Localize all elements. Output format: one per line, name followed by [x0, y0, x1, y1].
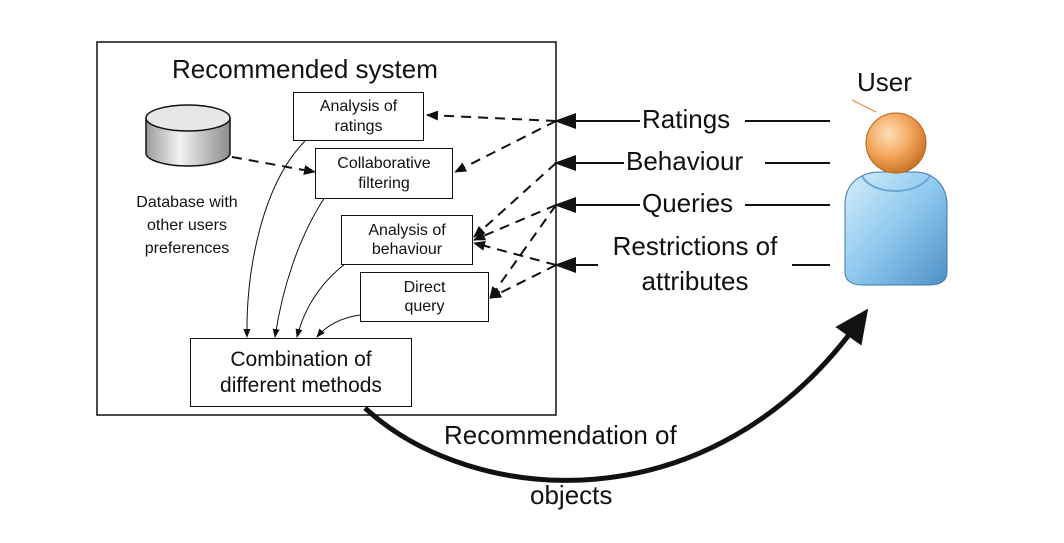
user-label: User — [857, 67, 912, 97]
box-label: different methods — [220, 373, 382, 397]
restrictions-line: attributes — [641, 266, 749, 297]
internal-flow-arrows — [243, 140, 361, 338]
box-label: Combination of — [230, 348, 372, 372]
input-ratings-label: Ratings — [642, 104, 731, 134]
dash-queries-to-analysis — [473, 204, 557, 241]
dash-queries-to-query — [489, 204, 557, 299]
dash-restrictions-to-analysis — [473, 241, 557, 266]
recommendation-label-line2: objects — [530, 480, 613, 510]
input-queries-label: Queries — [642, 188, 734, 218]
database-label-line: Database with — [136, 194, 238, 211]
box-label: ratings — [334, 117, 383, 135]
database-icon — [145, 104, 231, 167]
collaborative-filtering-box: Collaborative filtering — [315, 148, 453, 199]
combination-box: Combination of different methods — [190, 338, 412, 407]
analysis-of-behaviour-box: Analysis of behaviour — [341, 215, 473, 265]
dash-restrictions-to-query — [489, 264, 557, 299]
user-icon — [844, 99, 948, 286]
input-lines — [745, 120, 830, 266]
recommendation-label-line1: Recommendation of — [444, 420, 677, 450]
box-label: behaviour — [371, 241, 443, 258]
dash-behaviour-to-analysis — [473, 162, 557, 238]
input-restrictions-label: Restrictions of attributes — [600, 229, 790, 299]
system-title: Recommended system — [172, 54, 438, 84]
recommendation-arrow — [363, 308, 869, 483]
restrictions-line: Restrictions of — [612, 231, 778, 261]
dash-ratings-to-collab — [454, 120, 557, 173]
database-label: Database with other users preferences — [112, 191, 262, 261]
database-label-line: preferences — [144, 240, 230, 258]
dash-db-to-collab — [231, 156, 316, 175]
box-label: query — [404, 298, 445, 315]
analysis-of-ratings-box: Analysis of ratings — [293, 92, 424, 141]
box-label: Direct — [403, 278, 446, 296]
box-label: Analysis of — [368, 221, 446, 239]
database-label-line: other users — [146, 217, 228, 235]
dashed-arrows — [231, 110, 557, 299]
direct-query-box: Direct query — [360, 272, 489, 322]
box-label: filtering — [358, 174, 410, 192]
input-behaviour-label: Behaviour — [626, 146, 744, 176]
input-arrows — [554, 113, 640, 273]
box-label: Collaborative — [337, 155, 431, 173]
flow-behaviour-to-combination — [295, 263, 346, 338]
flow-ratings-to-combination — [243, 140, 306, 338]
flow-collab-to-combination — [272, 196, 326, 338]
box-label: Analysis of — [319, 98, 398, 116]
dash-ratings-to-analysis — [426, 110, 557, 122]
flow-query-to-combination — [316, 314, 361, 338]
